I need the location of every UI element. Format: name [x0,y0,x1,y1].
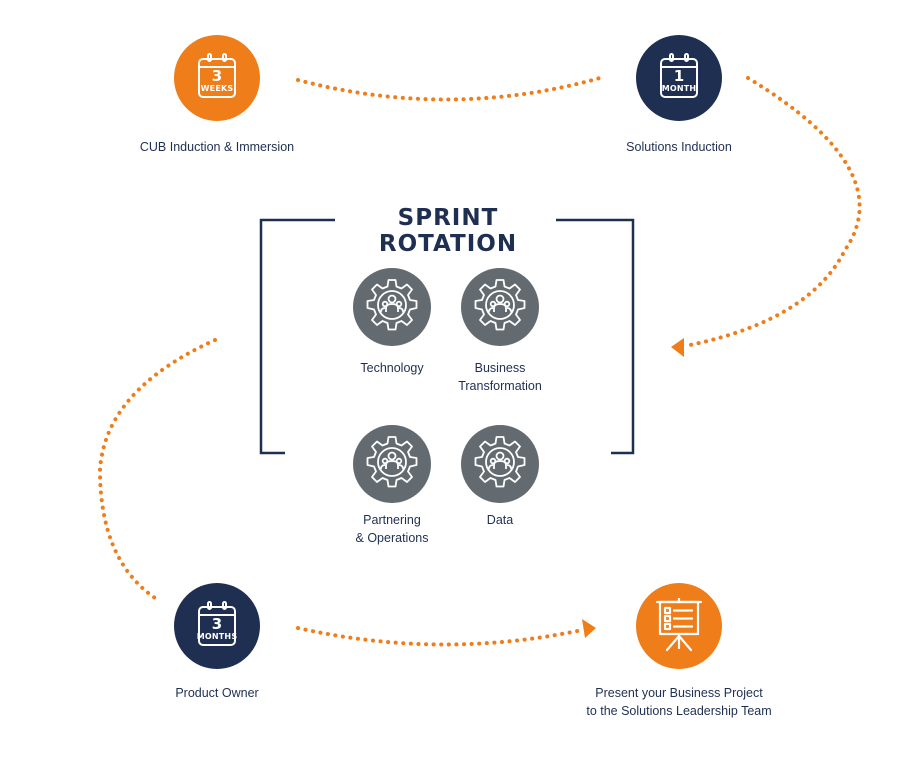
calendar-icon: 3 WEEKS [198,53,236,98]
calendar-ring [669,53,674,62]
step-cub-circle: 3 WEEKS [174,35,260,121]
step-solutions-number: 1 [673,67,685,85]
sprint-rotation-title: SPRINT ROTATION [378,205,518,257]
calendar-ring [222,53,227,62]
calendar-ring [207,53,212,62]
step-cub-label: CUB Induction & Immersion [139,140,295,154]
calendar-icon: 3 MONTHS [196,601,238,646]
sprint-item-data-label: Data [486,513,514,527]
sprint-item-business-circle [461,268,539,346]
step-product-owner-unit: MONTHS [196,632,238,641]
gear-team-icon [366,436,418,488]
arrowhead-to-present [582,619,596,638]
gear-team-icon [474,279,526,331]
presentation-board-icon [655,598,703,652]
sprint-item-partnering-circle [353,425,431,503]
step-cub-unit: WEEKS [200,84,234,93]
step-product-owner-circle: 3 MONTHS [174,583,260,669]
calendar-ring [222,601,227,610]
sprint-item-technology-label: Technology [360,361,424,375]
step-product-owner-label: Product Owner [175,686,259,700]
sprint-item-technology-circle [353,268,431,346]
gear-team-icon [474,436,526,488]
step-present-label: Present your Business Project to the Sol… [586,686,772,718]
gear-team-icon [366,279,418,331]
sprint-item-partnering-label: Partnering & Operations [355,513,429,545]
step-present-circle [636,583,722,669]
sprint-item-business-label: Business Transformation [458,361,542,393]
sprint-item-data-circle [461,425,539,503]
connector-product-owner-to-present [296,626,584,647]
calendar-ring [207,601,212,610]
arrowhead-to-sprint [671,338,684,357]
connector-sprint-to-product-owner [97,338,217,600]
connector-solutions-to-sprint [688,76,862,347]
step-solutions-unit: MONTH [661,84,697,93]
step-product-owner-number: 3 [211,615,223,633]
connector-cub-to-solutions [296,76,602,102]
sprint-bracket-right [556,218,635,455]
step-cub-number: 3 [211,67,223,85]
calendar-ring [684,53,689,62]
step-solutions-label: Solutions Induction [626,140,732,154]
step-solutions-circle: 1 MONTH [636,35,722,121]
calendar-icon: 1 MONTH [660,53,698,98]
sprint-bracket-left [259,218,335,455]
